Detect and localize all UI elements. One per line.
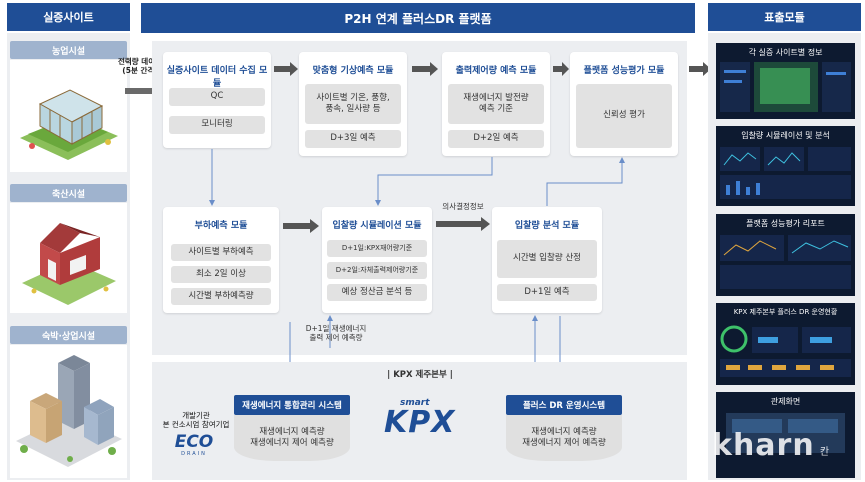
load-site: 사이트별 부하예측: [171, 244, 271, 261]
plus-dr-system-title: 플러스 DR 운영시스템: [506, 395, 622, 415]
right-header: 표출모듈: [708, 3, 861, 31]
arrow-weather-output: [412, 61, 438, 76]
arrow-load-bidsim: [283, 218, 319, 233]
bid-sim-d2: D+2일:자체출력제어량기준: [327, 262, 427, 279]
decision-info-label: 의사결정정보: [442, 202, 484, 211]
bid-sim-settlement: 예상 정산금 분석 등: [327, 284, 427, 301]
eco-logo-text: ECO: [174, 432, 214, 452]
arrow-collect-weather: [274, 61, 298, 76]
load-hourly: 시간별 부하예측량: [171, 288, 271, 305]
display-bid-sim-label: 입찰량 시뮬레이션 및 분석: [741, 131, 830, 140]
display-kpx-status: KPX 제주본부 플러스 DR 운영현황: [716, 303, 855, 385]
display-site-info-label: 각 실증 사이트별 정보: [748, 48, 823, 57]
greenhouse-image: [10, 60, 127, 172]
weather-detail: 사이트별 기온, 풍향, 풍속, 일사량 등: [305, 84, 401, 124]
site-label-lodging: 숙박·상업시설: [10, 326, 127, 344]
collect-monitoring: 모니터링: [169, 116, 265, 134]
kharn-watermark: kharn 칸: [712, 428, 862, 464]
load-days: 최소 2일 이상: [171, 266, 271, 283]
center-header: P2H 연계 플러스DR 플랫폼: [141, 3, 695, 33]
kpx-title: | KPX 제주본부 |: [387, 370, 453, 380]
load-module-title: 부하예측 모듈: [194, 221, 248, 231]
output-forecast: D+2일 예측: [448, 130, 544, 148]
renewable-control-label: D+1일 재생에너지 출력 제어 예측량: [305, 324, 367, 343]
power-data-label: 전력량 데이터 (5분 간격): [117, 57, 162, 75]
left-header: 실증사이트: [7, 3, 130, 31]
eco-drain-logo: ECO DRAIN: [170, 434, 218, 464]
renew-system-title: 재생에너지 통합관리 시스템: [234, 395, 350, 415]
display-site-info: 각 실증 사이트별 정보: [716, 43, 855, 119]
kpx-logo-big: KPX: [384, 405, 456, 440]
site-label-livestock: 축산시설: [10, 184, 127, 202]
display-eval-report-label: 플랫폼 성능평가 리포트: [746, 219, 825, 228]
display-eval-report: 플랫폼 성능평가 리포트: [716, 214, 855, 296]
barn-image: [10, 203, 127, 313]
display-control-screen: 관제화면: [716, 392, 855, 478]
display-bid-sim: 입찰량 시뮬레이션 및 분석: [716, 126, 855, 206]
display-control-screen-label: 관제화면: [770, 397, 801, 406]
kpx-logo-small: smart: [400, 398, 430, 408]
plus-dr-system-db: 재생에너지 예측량 재생에너지 제어 예측량: [506, 415, 622, 461]
collect-qc: QC: [169, 88, 265, 106]
output-module-title: 출력제어량 예측 모듈: [455, 66, 537, 76]
collect-module-title: 실증사이트 데이터 수집 모듈: [166, 66, 268, 89]
bid-sim-module-title: 입찰량 시뮬레이션 모듈: [332, 221, 422, 231]
renew-system-db: 재생에너지 예측량 재생에너지 제어 예측량: [234, 415, 350, 461]
kharn-watermark-sub: 칸: [819, 447, 830, 458]
bid-sim-d1: D+1일:KPX재어량기준: [327, 240, 427, 257]
arrow-output-eval: [553, 61, 569, 76]
kharn-watermark-text: kharn: [712, 428, 815, 463]
arrow-to-display: [689, 61, 711, 76]
commercial-image: [10, 345, 127, 478]
site-label-agriculture: 농업시설: [10, 41, 127, 59]
eval-module-title: 플랫폼 성능평가 모듈: [583, 66, 665, 76]
eval-reliability: 신뢰성 평가: [576, 84, 672, 148]
weather-forecast: D+3일 예측: [305, 130, 401, 148]
bid-anal-hourly: 시간별 입찰량 산정: [497, 240, 597, 278]
bid-anal-d1: D+1일 예측: [497, 284, 597, 301]
display-kpx-status-label: KPX 제주본부 플러스 DR 운영현황: [733, 308, 838, 316]
eco-logo-sub: DRAIN: [181, 451, 207, 457]
arrow-bidsim-bidanal: [436, 216, 490, 231]
kpx-logo: smart KPX: [384, 398, 460, 448]
weather-module-title: 맞춤형 기상예측 모듈: [312, 66, 394, 76]
dev-org-label: 개발기관 본 컨소시엄 참여기업: [162, 411, 230, 430]
bid-anal-module-title: 입찰량 분석 모듈: [514, 221, 580, 231]
output-detail: 재생에너지 발전량 예측 기준: [448, 84, 544, 124]
